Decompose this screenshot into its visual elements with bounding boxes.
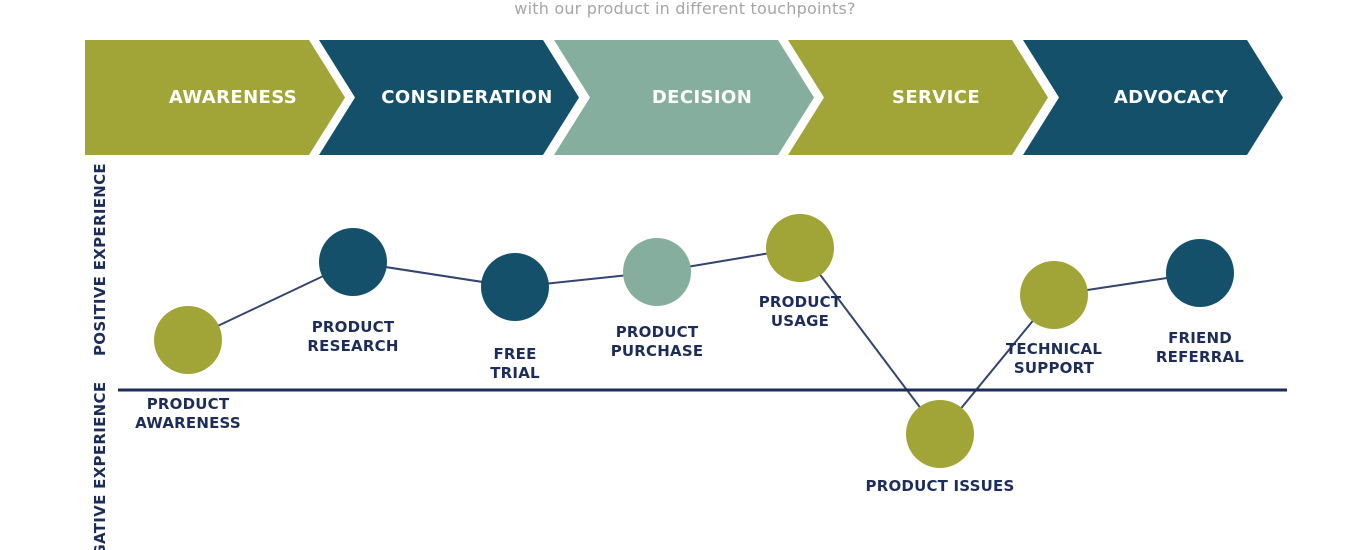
stage-label: CONSIDERATION (381, 87, 553, 108)
journey-node-circle (1020, 261, 1088, 329)
stage-chevron-awareness: AWARENESS (85, 40, 345, 155)
stage-label: AWARENESS (168, 87, 298, 108)
stage-chevron-consideration: CONSIDERATION (319, 40, 579, 155)
journey-node-circle (1166, 239, 1234, 307)
stage-label: SERVICE (891, 87, 981, 108)
stage-chevron-decision: DECISION (554, 40, 814, 155)
node-label: PRODUCT ISSUES (865, 477, 1015, 495)
journey-node-circle (319, 228, 387, 296)
stage-label: ADVOCACY (1113, 87, 1229, 108)
journey-node-circle (481, 253, 549, 321)
stage-chevron-advocacy: ADVOCACY (1023, 40, 1283, 155)
stage-chevron-service: SERVICE (788, 40, 1048, 155)
journey-node-circle (906, 400, 974, 468)
journey-node-circle (766, 214, 834, 282)
journey-map-subtitle: with our product in different touchpoint… (514, 0, 856, 18)
negative-experience-axis-label: NEGATIVE EXPERIENCE (91, 381, 109, 550)
journey-stages-bar: AWARENESS CONSIDERATION DECISION SERVICE… (0, 40, 1370, 155)
journey-node-circle (154, 306, 222, 374)
stage-label: DECISION (651, 87, 753, 108)
positive-experience-axis-label: POSITIVE EXPERIENCE (91, 163, 109, 356)
journey-node-circle (623, 238, 691, 306)
